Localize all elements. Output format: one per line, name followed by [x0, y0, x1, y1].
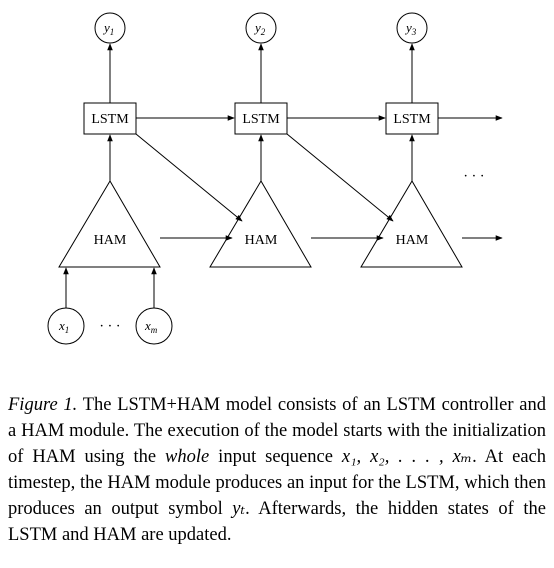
svg-text:x1: x1 [58, 318, 69, 335]
lstm-box-1: LSTM [83, 102, 137, 135]
input-node-x1: x1 [47, 307, 85, 345]
lstm-box-2: LSTM [234, 102, 288, 135]
lstm-ham-diagram: y1 y2 y3 LSTM LSTM LSTM HAM HAM HAM x1 ·… [47, 12, 503, 345]
svg-text:y1: y1 [102, 20, 114, 37]
svg-text:y3: y3 [404, 20, 417, 37]
caption-text-4: . Afterwards, the hidden states of the L… [8, 499, 546, 545]
caption-text-2: input sequence [209, 447, 342, 467]
caption-emphasis: whole [165, 447, 210, 467]
svg-text:HAM: HAM [94, 233, 127, 248]
svg-text:HAM: HAM [245, 233, 278, 248]
svg-text:xm: xm [144, 318, 158, 335]
figure-caption: Figure 1. The LSTM+HAM model consists of… [8, 392, 546, 548]
svg-text:HAM: HAM [396, 233, 429, 248]
output-node-y2: y2 [245, 12, 277, 44]
ham-triangle-3: HAM [360, 180, 463, 268]
caption-math-sequence: x₁, x₂, . . . , xₘ [341, 447, 473, 467]
svg-text:LSTM: LSTM [393, 112, 431, 127]
svg-text:LSTM: LSTM [91, 112, 129, 127]
ham-triangle-2: HAM [209, 180, 312, 268]
ham-triangle-1: HAM [58, 180, 161, 268]
continuation-ellipsis: · · · [464, 169, 485, 184]
output-node-y1: y1 [94, 12, 126, 44]
input-ellipsis: · · · [100, 319, 121, 334]
svg-text:LSTM: LSTM [242, 112, 280, 127]
caption-label: Figure 1. [8, 395, 78, 415]
input-node-xm: xm [135, 307, 173, 345]
output-node-y3: y3 [396, 12, 428, 44]
lstm-box-3: LSTM [385, 102, 439, 135]
svg-text:y2: y2 [253, 20, 266, 37]
caption-text-3: . At each timestep, the HAM module produ… [8, 447, 546, 519]
caption-text-1: The LSTM+HAM model consists of an LSTM c… [8, 395, 546, 467]
caption-math-output: yₜ [232, 499, 246, 519]
arrows [63, 43, 503, 308]
